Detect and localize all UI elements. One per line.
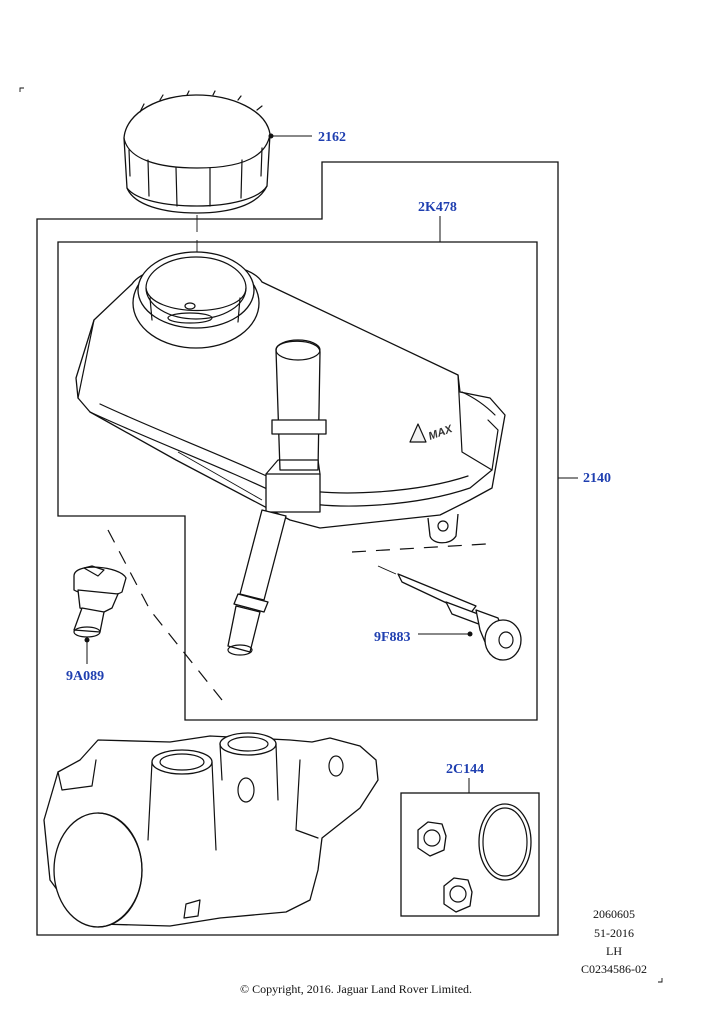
label-part-2K478: 2K478	[418, 200, 457, 215]
seal-kit-parts	[417, 803, 532, 913]
label-part-9A089: 9A089	[66, 669, 104, 684]
alignment-dash-left	[107, 529, 223, 701]
reservoir-frame	[57, 241, 538, 721]
crop-mark-bottom-right	[658, 978, 663, 983]
reservoir-cap	[123, 90, 271, 214]
fluid-reservoir: MAX	[75, 251, 506, 656]
bolt-axis-line	[377, 565, 397, 575]
reference-line-3: LH	[606, 944, 622, 958]
crop-mark-top-left	[19, 87, 24, 92]
retaining-screw	[73, 565, 127, 638]
leader-dot-9A089	[84, 637, 90, 643]
label-part-2C144: 2C144	[446, 762, 484, 777]
retaining-bolt	[397, 573, 522, 661]
reference-line-4: C0234586-02	[581, 962, 647, 976]
label-part-2162: 2162	[318, 130, 346, 145]
master-cylinder	[43, 732, 379, 928]
alignment-dash-right	[351, 543, 487, 553]
reference-line-1: 2060605	[593, 907, 635, 921]
seal-kit-frame	[400, 792, 540, 917]
reservoir-hidden-edge	[177, 451, 263, 501]
label-part-9F883: 9F883	[374, 630, 411, 645]
assembly-frame	[36, 161, 559, 936]
label-part-2140: 2140	[583, 471, 611, 486]
reference-line-2: 51-2016	[594, 926, 634, 940]
copyright-notice: © Copyright, 2016. Jaguar Land Rover Lim…	[240, 982, 472, 996]
leader-dot-2162	[268, 133, 274, 139]
leader-dot-9F883	[467, 631, 473, 637]
